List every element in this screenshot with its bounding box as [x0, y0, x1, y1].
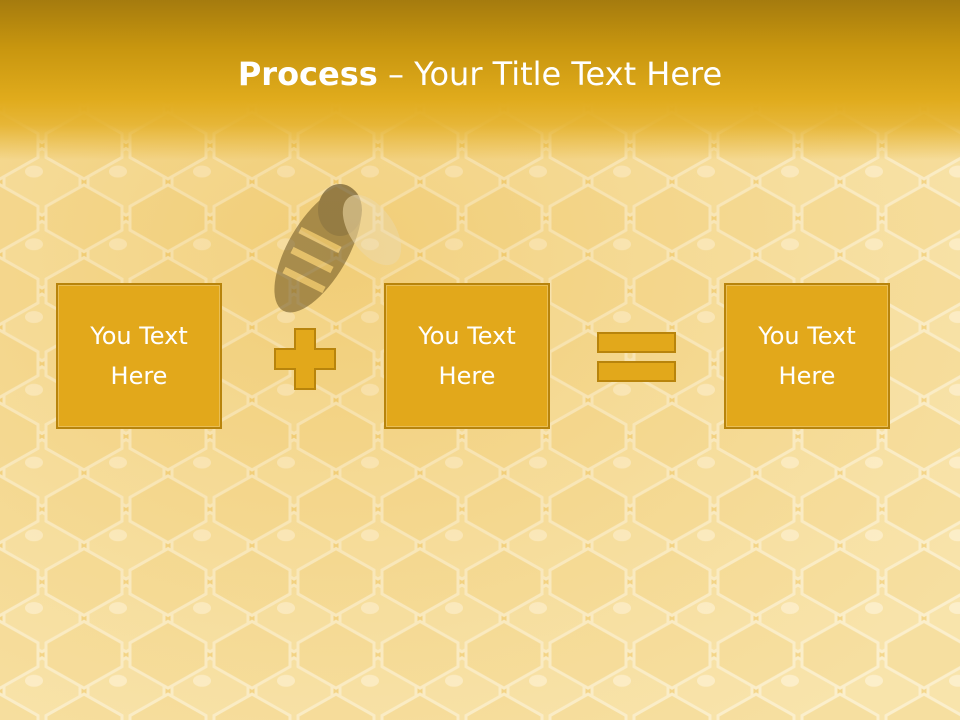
- text-box-3-label: You Text Here: [758, 316, 856, 396]
- title-rest-part: – Your Title Text Here: [377, 55, 723, 93]
- text-box-2-label: You Text Here: [418, 316, 516, 396]
- slide-title[interactable]: Process – Your Title Text Here: [0, 50, 960, 98]
- equals-icon: [597, 332, 676, 382]
- text-box-1-line2: Here: [110, 362, 168, 390]
- plus-icon: [274, 328, 336, 390]
- text-box-1-line1: You Text: [90, 322, 188, 350]
- text-box-2-line1: You Text: [418, 322, 516, 350]
- text-box-1[interactable]: You Text Here: [56, 283, 222, 429]
- text-box-3[interactable]: You Text Here: [724, 283, 890, 429]
- text-box-3-line2: Here: [778, 362, 836, 390]
- bee-image: [274, 184, 402, 313]
- title-band: [0, 0, 960, 160]
- title-bold-part: Process: [237, 55, 378, 93]
- text-box-3-line1: You Text: [758, 322, 856, 350]
- text-box-1-label: You Text Here: [90, 316, 188, 396]
- text-box-2[interactable]: You Text Here: [384, 283, 550, 429]
- text-box-2-line2: Here: [438, 362, 496, 390]
